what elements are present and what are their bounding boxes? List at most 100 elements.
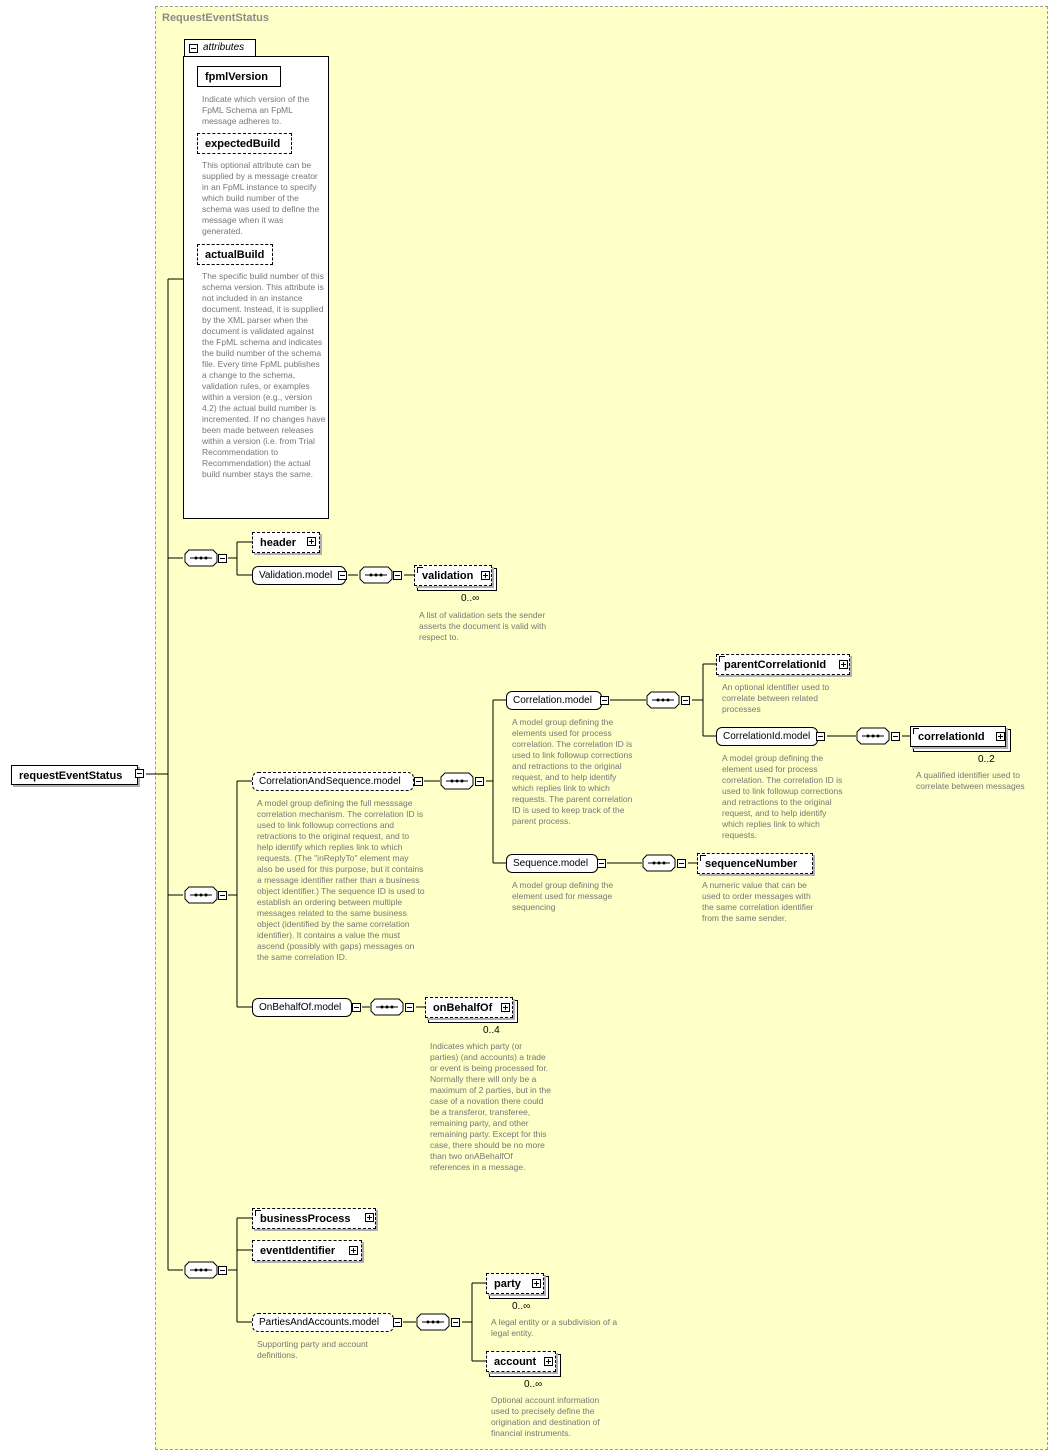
attributes-tab[interactable]: attributes <box>184 39 256 57</box>
group-description: A model group defining the elements used… <box>512 717 633 826</box>
group-correlation-id-model[interactable]: CorrelationId.model <box>716 727 818 746</box>
element-name: validation <box>422 570 474 582</box>
collapse-toggle-icon[interactable] <box>816 732 825 741</box>
sequence-compositor-icon[interactable] <box>856 727 890 745</box>
collapse-toggle-icon[interactable] <box>352 1003 361 1012</box>
element-parent-correlation-id[interactable]: parentCorrelationId <box>716 654 850 675</box>
group-description: Supporting party and account definitions… <box>257 1339 369 1360</box>
collapse-toggle-icon[interactable] <box>681 696 690 705</box>
expand-toggle-icon[interactable] <box>349 1246 358 1255</box>
collapse-toggle-icon[interactable] <box>135 769 144 778</box>
sequence-compositor-icon[interactable] <box>416 1313 450 1331</box>
element-on-behalf-of[interactable]: onBehalfOf <box>425 997 513 1018</box>
group-name: PartiesAndAccounts.model <box>259 1317 380 1328</box>
element-correlation-id[interactable]: correlationId <box>910 726 1006 747</box>
element-description: A legal entity or a subdivision of a leg… <box>491 1317 618 1338</box>
element-sequence-number[interactable]: sequenceNumber <box>697 853 813 874</box>
expand-toggle-icon[interactable] <box>307 537 316 546</box>
element-name: header <box>260 537 297 549</box>
collapse-toggle-icon[interactable] <box>451 1318 460 1327</box>
expand-toggle-icon[interactable] <box>839 660 848 669</box>
cardinality: 0..∞ <box>461 593 480 604</box>
group-name: CorrelationAndSequence.model <box>259 776 401 787</box>
attribute-fpmlversion[interactable]: fpmlVersion <box>197 66 281 87</box>
element-description: A list of validation sets the sender ass… <box>419 610 547 642</box>
element-name: businessProcess <box>260 1213 351 1225</box>
element-name: eventIdentifier <box>260 1245 336 1257</box>
collapse-toggle-icon[interactable] <box>393 1318 402 1327</box>
attribute-actualbuild[interactable]: actualBuild <box>197 244 273 265</box>
group-name: Sequence.model <box>513 858 589 869</box>
group-correlation-and-sequence-model[interactable]: CorrelationAndSequence.model <box>252 772 414 791</box>
group-correlation-model[interactable]: Correlation.model <box>506 691 602 710</box>
collapse-toggle-icon[interactable] <box>891 732 900 741</box>
element-name: sequenceNumber <box>705 858 798 870</box>
sequence-compositor-icon[interactable] <box>184 886 218 904</box>
group-name: Correlation.model <box>513 695 592 706</box>
group-description: A model group defining the element used … <box>512 880 614 912</box>
content-marker-icon <box>913 728 919 734</box>
element-account[interactable]: account <box>486 1351 556 1372</box>
attribute-name: actualBuild <box>205 249 265 261</box>
element-name: party <box>494 1278 521 1290</box>
attributes-label: attributes <box>203 42 245 53</box>
sequence-compositor-icon[interactable] <box>184 1261 218 1279</box>
group-validation-model[interactable]: Validation.model <box>252 566 346 585</box>
attribute-name: expectedBuild <box>205 138 281 150</box>
collapse-toggle-icon[interactable] <box>405 1003 414 1012</box>
group-description: A model group defining the full messsage… <box>257 798 425 962</box>
collapse-toggle-icon[interactable] <box>218 1266 227 1275</box>
content-marker-icon <box>700 855 706 861</box>
element-validation[interactable]: validation <box>414 565 492 586</box>
sequence-compositor-icon[interactable] <box>642 854 676 872</box>
collapse-toggle-icon[interactable] <box>338 571 347 580</box>
root-element-box[interactable]: requestEventStatus <box>11 765 138 785</box>
element-name: onBehalfOf <box>433 1002 493 1014</box>
element-description: A numeric value that can be used to orde… <box>702 880 814 923</box>
element-description: A qualified identifier used to correlate… <box>916 770 1025 791</box>
expand-toggle-icon[interactable] <box>544 1357 553 1366</box>
group-description: A model group defining the element used … <box>722 753 843 840</box>
collapse-toggle-icon[interactable] <box>600 696 609 705</box>
content-marker-icon <box>255 1210 261 1216</box>
sequence-compositor-icon[interactable] <box>370 998 404 1016</box>
collapse-toggle-icon[interactable] <box>218 554 227 563</box>
group-name: OnBehalfOf.model <box>259 1002 342 1013</box>
expand-toggle-icon[interactable] <box>481 571 490 580</box>
element-name: parentCorrelationId <box>724 659 827 671</box>
group-name: CorrelationId.model <box>723 731 811 742</box>
content-marker-icon <box>417 567 423 573</box>
collapse-toggle-icon[interactable] <box>218 891 227 900</box>
group-sequence-model[interactable]: Sequence.model <box>506 854 598 873</box>
group-name: Validation.model <box>259 570 333 581</box>
expand-toggle-icon[interactable] <box>501 1003 510 1012</box>
element-business-process[interactable]: businessProcess <box>252 1208 376 1229</box>
element-header[interactable]: header <box>252 532 320 553</box>
root-element-name: requestEventStatus <box>19 770 123 782</box>
collapse-toggle-icon[interactable] <box>189 44 198 53</box>
collapse-toggle-icon[interactable] <box>677 859 686 868</box>
collapse-toggle-icon[interactable] <box>414 777 423 786</box>
group-parties-and-accounts-model[interactable]: PartiesAndAccounts.model <box>252 1313 394 1332</box>
cardinality: 0..4 <box>483 1025 500 1036</box>
group-on-behalf-of-model[interactable]: OnBehalfOf.model <box>252 998 352 1017</box>
sequence-compositor-icon[interactable] <box>359 566 393 584</box>
collapse-toggle-icon[interactable] <box>475 777 484 786</box>
cardinality: 0..∞ <box>512 1301 531 1312</box>
expand-toggle-icon[interactable] <box>365 1213 374 1222</box>
collapse-toggle-icon[interactable] <box>393 571 402 580</box>
sequence-compositor-icon[interactable] <box>184 549 218 567</box>
element-party[interactable]: party <box>486 1273 544 1294</box>
attribute-expectedbuild[interactable]: expectedBuild <box>197 133 292 154</box>
cardinality: 0..∞ <box>524 1379 543 1390</box>
collapse-toggle-icon[interactable] <box>597 859 606 868</box>
cardinality: 0..2 <box>978 754 995 765</box>
element-name: account <box>494 1356 537 1368</box>
expand-toggle-icon[interactable] <box>532 1279 541 1288</box>
expand-toggle-icon[interactable] <box>996 732 1005 741</box>
sequence-compositor-icon[interactable] <box>646 691 680 709</box>
sequence-compositor-icon[interactable] <box>440 772 474 790</box>
element-event-identifier[interactable]: eventIdentifier <box>252 1240 362 1261</box>
attribute-description: The specific build number of this schema… <box>202 271 326 479</box>
